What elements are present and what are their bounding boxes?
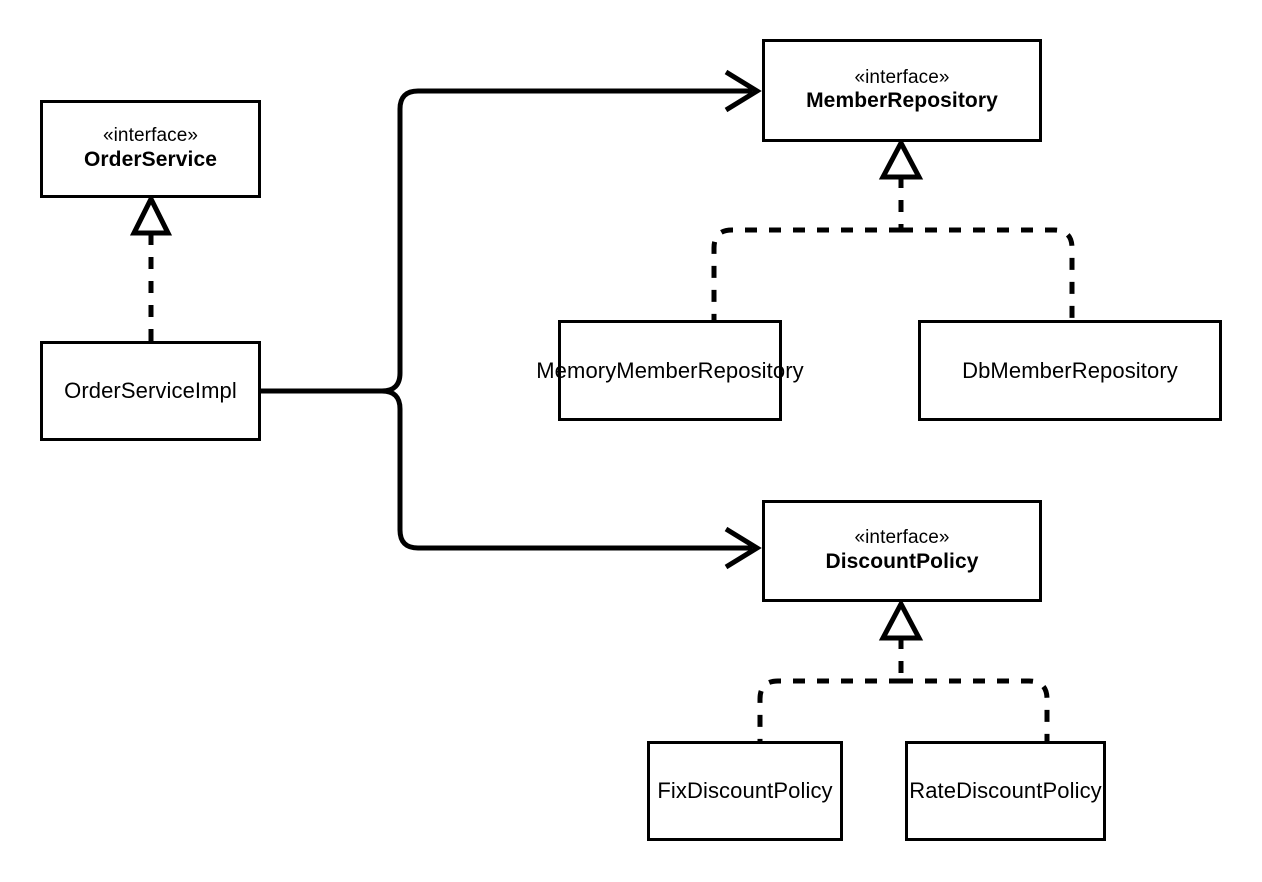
realization-dashed-branch-db (901, 227, 1075, 320)
edge-impl-realizes-order-service (129, 193, 173, 341)
open-arrowhead (724, 69, 762, 113)
class-name-label: OrderServiceImpl (64, 378, 237, 404)
hollow-triangle-arrowhead (878, 137, 924, 180)
class-name-label: RateDiscountPolicy (909, 778, 1102, 804)
realization-dashed-branch-memory (711, 227, 901, 320)
open-arrowhead (724, 526, 762, 570)
class-box-memory-member-repository[interactable]: MemoryMemberRepository (536, 320, 804, 421)
stereotype-label: «interface» (854, 66, 950, 88)
class-name-label: DbMemberRepository (962, 357, 1178, 383)
stereotype-label: «interface» (102, 125, 199, 147)
class-name-label: DiscountPolicy (825, 549, 979, 573)
edge-member-repository-realizations (711, 137, 1075, 320)
stereotype-label: «interface» (854, 527, 950, 549)
class-name-label: OrderService (83, 147, 218, 171)
edge-discount-policy-realizations (757, 598, 1050, 741)
hollow-triangle-arrowhead (878, 598, 924, 641)
realization-dashed-branch-fix (757, 678, 901, 741)
class-name-label: MemoryMemberRepository (536, 357, 804, 383)
class-box-fix-discount-policy[interactable]: FixDiscountPolicy (647, 741, 843, 841)
realization-dashed-branch-rate (901, 678, 1050, 741)
class-box-order-service-impl[interactable]: OrderServiceImpl (40, 341, 261, 441)
class-name-label: MemberRepository (806, 89, 998, 113)
class-box-rate-discount-policy[interactable]: RateDiscountPolicy (905, 741, 1106, 841)
class-box-member-repository[interactable]: «interface» MemberRepository (762, 39, 1042, 142)
class-box-order-service[interactable]: «interface» OrderService (40, 100, 261, 198)
class-name-label: FixDiscountPolicy (657, 778, 833, 804)
hollow-triangle-arrowhead (129, 193, 173, 236)
class-box-discount-policy[interactable]: «interface» DiscountPolicy (762, 500, 1042, 602)
class-box-db-member-repository[interactable]: DbMemberRepository (918, 320, 1222, 421)
